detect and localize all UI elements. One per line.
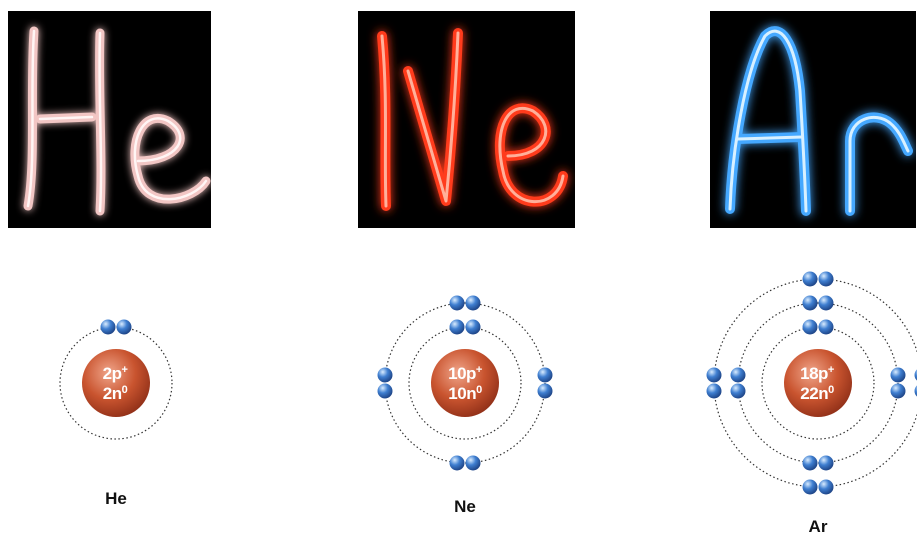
helium-tube-photo — [8, 11, 211, 228]
electron — [891, 368, 906, 383]
he-label: He — [86, 489, 146, 509]
electron — [731, 384, 746, 399]
electron — [378, 368, 393, 383]
electron — [803, 480, 818, 495]
electron — [731, 368, 746, 383]
he-glyph — [28, 31, 206, 211]
argon-tube-photo — [710, 11, 916, 228]
electron — [117, 320, 132, 335]
ne-nucleus-label: 10p+ 10n0 — [425, 364, 505, 404]
electron — [466, 296, 481, 311]
ne-label: Ne — [435, 497, 495, 517]
electron — [891, 384, 906, 399]
electron — [819, 272, 834, 287]
electron — [803, 272, 818, 287]
electron — [378, 384, 393, 399]
ar-nucleus-label: 18p+ 22n0 — [777, 364, 857, 404]
ne-glyph — [382, 33, 563, 206]
electron — [450, 296, 465, 311]
electron — [707, 368, 722, 383]
electron — [819, 320, 834, 335]
ar-label: Ar — [788, 517, 848, 537]
electron — [819, 456, 834, 471]
electron — [538, 384, 553, 399]
neon-tube-photo — [358, 11, 575, 228]
electron — [466, 456, 481, 471]
electron — [538, 368, 553, 383]
electron — [450, 456, 465, 471]
electron — [101, 320, 116, 335]
electron — [819, 480, 834, 495]
electron — [803, 296, 818, 311]
electron — [819, 296, 834, 311]
electron — [707, 384, 722, 399]
electron — [803, 320, 818, 335]
electron — [450, 320, 465, 335]
electron — [466, 320, 481, 335]
electron — [803, 456, 818, 471]
he-nucleus-label: 2p+ 2n0 — [75, 364, 155, 404]
